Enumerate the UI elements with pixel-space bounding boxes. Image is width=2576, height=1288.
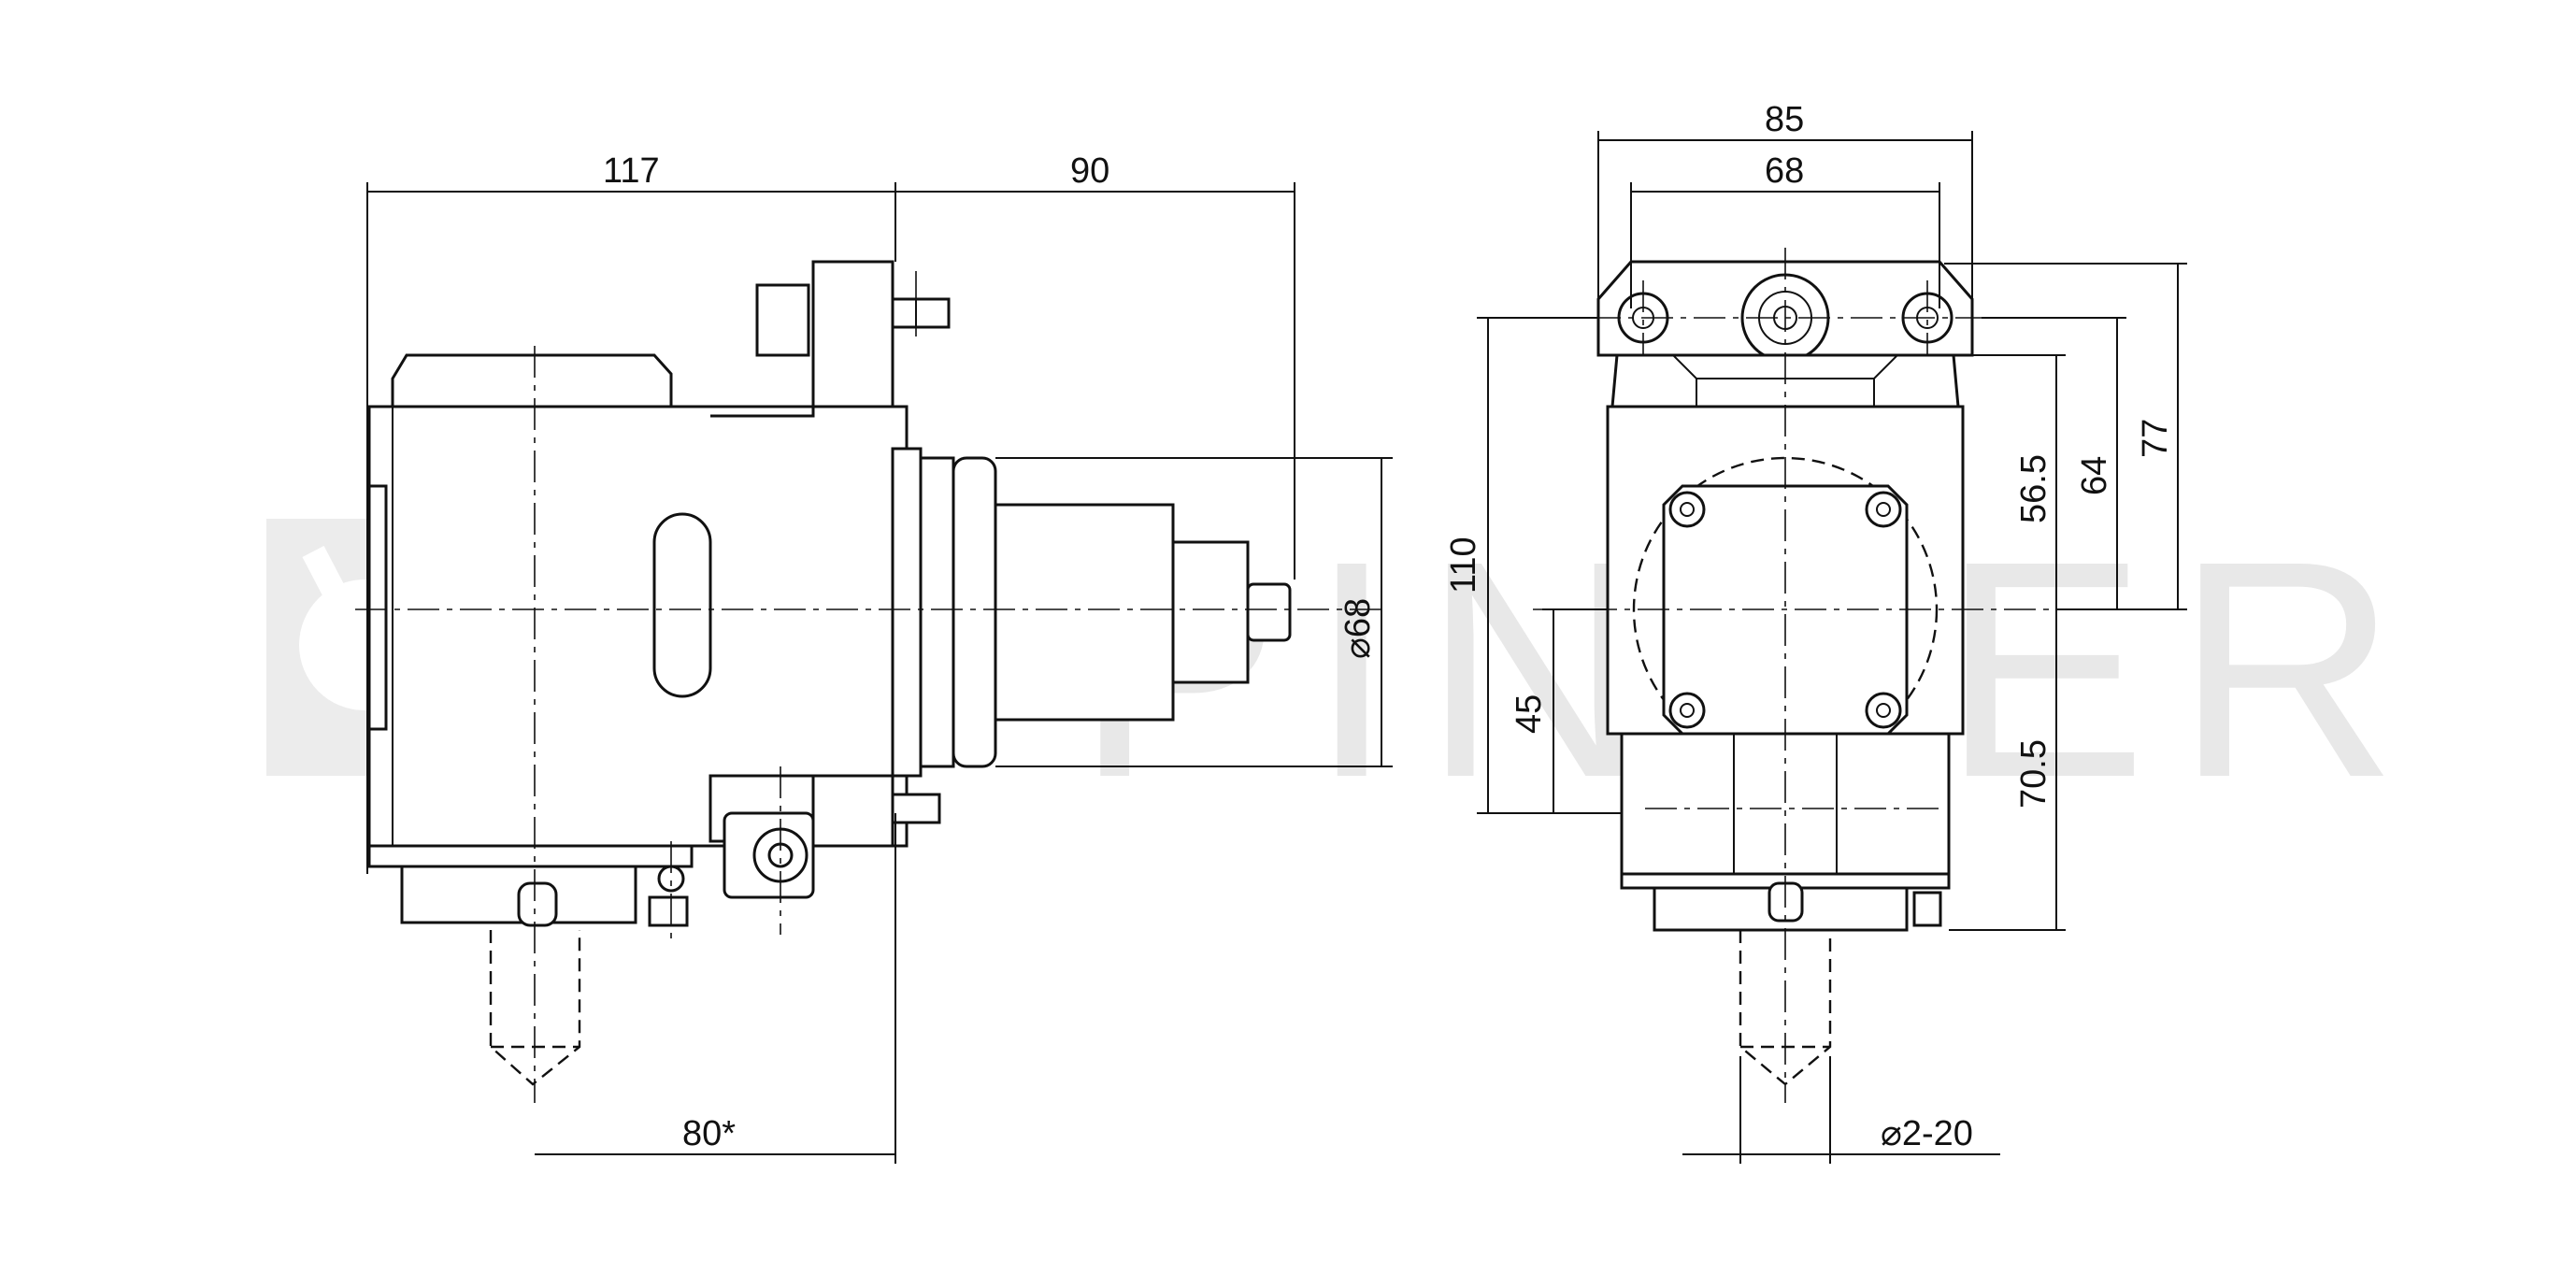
front-screw-br-icon [1865, 692, 1902, 729]
front-screw-tr-icon [1865, 491, 1902, 528]
side-left-tab [367, 484, 388, 731]
dim-spindle-length: 90 [1070, 151, 1109, 191]
front-screw-tl-icon [1668, 491, 1706, 528]
side-dimensions: 117 90 ⌀68 80* [366, 151, 1393, 1164]
side-flange-ring [952, 456, 997, 768]
side-spindle-housing [994, 503, 1175, 722]
dim-front-height: 110 [1444, 537, 1483, 594]
front-dimensions: 85 68 110 45 56.5 64 77 70.5 [1444, 100, 2187, 1164]
side-lower-block [811, 774, 894, 848]
dim-side-width: 117 [603, 151, 660, 191]
dim-flange-diameter: ⌀68 [1338, 598, 1378, 659]
front-view [1533, 248, 2056, 1103]
side-upper-pin [891, 297, 951, 329]
side-flange-face [891, 447, 923, 778]
side-top-cover [391, 353, 673, 408]
side-lower-pin [891, 793, 941, 824]
dim-front-outer-width: 85 [1765, 100, 1804, 139]
dim-upper-77: 77 [2136, 419, 2175, 458]
side-spindle-collar [1171, 540, 1250, 684]
dim-front-inner-width: 68 [1765, 151, 1804, 191]
side-view [355, 260, 1383, 1103]
front-tool-outline [1739, 930, 1832, 1086]
side-tool-outline [489, 930, 581, 1086]
dim-upper-64: 64 [2075, 456, 2114, 495]
dim-collet-range: ⌀2-20 [1881, 1114, 1973, 1153]
side-upper-clamp [755, 283, 810, 357]
side-screw-head [648, 895, 689, 927]
dim-axis-offset: 80* [682, 1114, 736, 1153]
side-bottom-nub [517, 881, 558, 927]
dim-center-height: 45 [1510, 694, 1549, 734]
dim-upper-56: 56.5 [2014, 454, 2054, 523]
front-screw-bl-icon [1668, 692, 1706, 729]
front-bottom-screw [1912, 891, 1942, 927]
side-spindle-shaft [1246, 582, 1292, 642]
side-main-body [367, 405, 909, 848]
side-slot [652, 512, 712, 698]
dim-lower-70: 70.5 [2014, 739, 2054, 809]
side-upper-bracket [710, 260, 894, 418]
side-bottom-plate [367, 844, 694, 868]
side-flange-body [919, 456, 955, 768]
